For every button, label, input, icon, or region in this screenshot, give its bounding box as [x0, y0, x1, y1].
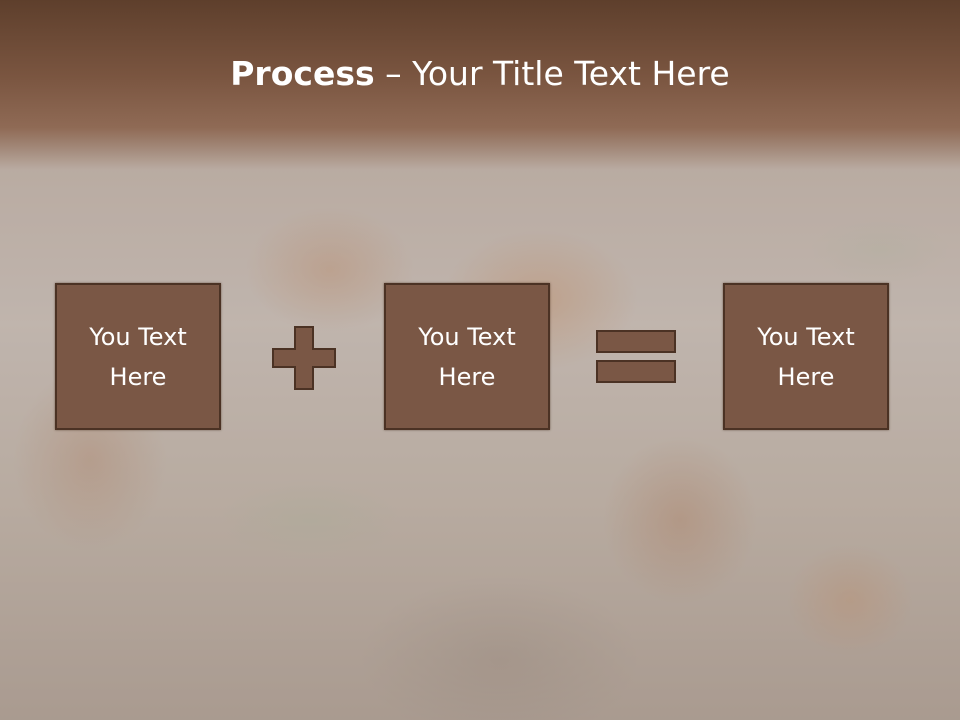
- slide-title: Process – Your Title Text Here: [0, 54, 960, 94]
- process-box-3: You Text Here: [723, 283, 889, 430]
- process-box-3-text: You Text Here: [757, 322, 855, 391]
- process-box-1-text: You Text Here: [89, 322, 187, 391]
- title-rest: – Your Title Text Here: [374, 54, 730, 93]
- process-box-1: You Text Here: [55, 283, 221, 430]
- equals-icon: [596, 330, 676, 383]
- process-box-2: You Text Here: [384, 283, 550, 430]
- title-band: [0, 0, 960, 170]
- title-bold: Process: [230, 54, 375, 93]
- process-box-2-text: You Text Here: [418, 322, 516, 391]
- plus-icon: [272, 326, 336, 390]
